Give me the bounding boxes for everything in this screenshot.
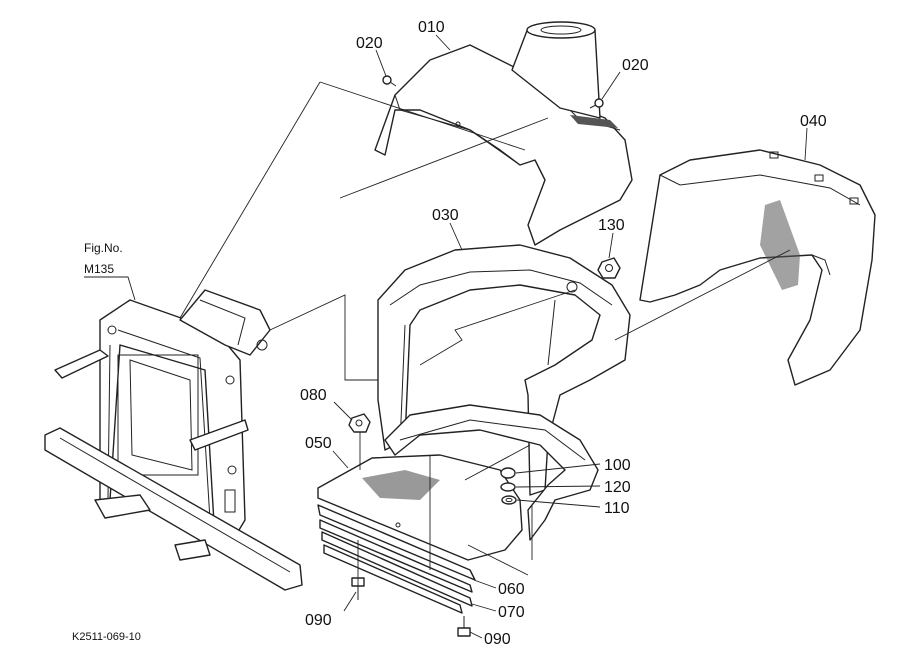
part-030-center-panel <box>377 244 631 541</box>
callout-030: 030 <box>432 207 459 224</box>
callout-labels: 020 010 020 040 030 130 080 050 100 120 … <box>300 19 827 648</box>
callout-070: 070 <box>498 604 525 621</box>
callout-100: 100 <box>604 457 631 474</box>
callout-120: 120 <box>604 479 631 496</box>
callout-020a: 020 <box>356 35 383 52</box>
washer-110-icon <box>501 495 517 505</box>
figure-ref-line2: M135 <box>84 262 114 276</box>
callout-040: 040 <box>800 113 827 130</box>
washer-100-icon <box>500 467 516 479</box>
part-070-seal-strip <box>321 531 473 614</box>
assembly-lines <box>179 81 791 600</box>
callout-110: 110 <box>604 500 630 517</box>
bolt-020b-icon <box>589 98 604 109</box>
callout-090a: 090 <box>305 612 332 629</box>
callout-130: 130 <box>598 217 625 234</box>
washer-120-icon <box>500 482 516 492</box>
figure-ref-line1: Fig.No. <box>84 241 123 255</box>
nut-130-icon <box>597 257 621 279</box>
callout-090b: 090 <box>484 631 511 648</box>
part-010-upper-cover <box>374 21 633 246</box>
part-050-floor-plate <box>317 454 523 561</box>
frame-assembly <box>44 289 303 591</box>
callout-leaders <box>332 34 808 639</box>
callout-020b: 020 <box>622 57 649 74</box>
bolt-020a-icon <box>382 75 397 87</box>
callout-060: 060 <box>498 581 525 598</box>
part-060-seal <box>317 504 476 593</box>
callout-050: 050 <box>305 435 332 452</box>
drawing-code: K2511-069-10 <box>72 631 141 643</box>
nut-080-icon <box>348 413 371 433</box>
callout-080: 080 <box>300 387 327 404</box>
callout-010: 010 <box>418 19 445 36</box>
part-040-side-cover <box>639 149 876 386</box>
figure-reference: Fig.No. M135 <box>84 241 136 301</box>
bolt-090b-icon <box>457 616 471 637</box>
